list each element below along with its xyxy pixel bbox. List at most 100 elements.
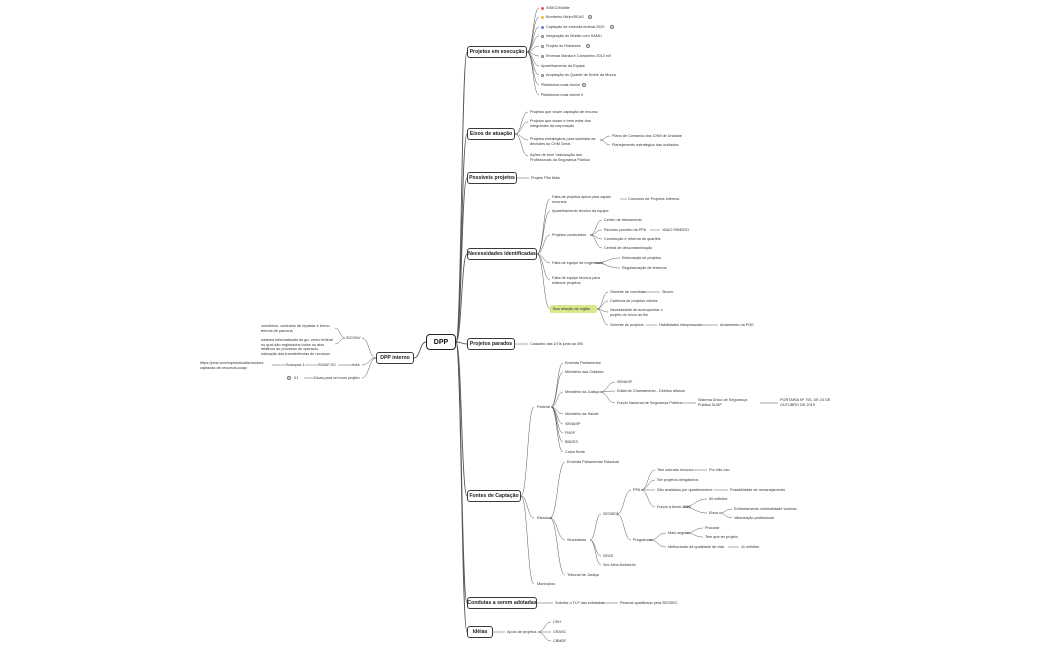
leaf[interactable]: Dicas para um bom projeto <box>314 376 360 380</box>
leaf[interactable]: Enfrentamento criminalidade violenta <box>734 507 797 511</box>
leaf[interactable]: CRASC <box>553 630 567 634</box>
leaf[interactable]: Aparelhamento técnico da equipe <box>552 209 609 213</box>
node-fontes[interactable]: Fontes de Captação <box>467 490 521 502</box>
leaf[interactable]: Necessidade de acompanhar o projeto do i… <box>610 308 663 317</box>
leaf[interactable]: Eixos <box>709 511 719 515</box>
info-icon[interactable]: i <box>588 15 592 19</box>
info-icon[interactable]: i <box>582 83 586 87</box>
leaf[interactable]: convênios, contratos de repasse e termo … <box>261 324 330 333</box>
leaf[interactable]: Andamento na PGE <box>720 323 754 327</box>
leaf[interactable]: Caixa Norte <box>565 450 586 454</box>
leaf[interactable]: Ações de bom Valorização dos Profissiona… <box>530 153 590 162</box>
leaf[interactable]: Tem que ter projeto <box>705 535 738 539</box>
leaf[interactable]: Concurso de Projetos Internos <box>628 197 680 201</box>
leaf[interactable]: Carência de projetos viáveis <box>610 299 658 303</box>
leaf[interactable]: Projetos conduzidos <box>552 233 587 237</box>
leaf-highlighted[interactable]: Boa relação da região <box>553 307 591 311</box>
leaf[interactable]: Federal <box>537 405 550 409</box>
info-icon[interactable]: i <box>586 44 590 48</box>
leaf[interactable]: Procurar <box>705 526 720 530</box>
leaf[interactable]: Tem sobrado recurso <box>657 468 693 472</box>
leaf[interactable]: VAAO RIBEIRO <box>662 228 689 232</box>
leaf[interactable]: Falta de equipe de engenharia <box>552 261 604 265</box>
leaf[interactable]: Falta de projetos aptos para captar recu… <box>552 195 611 204</box>
leaf[interactable]: CBMDF <box>553 639 567 643</box>
leaf[interactable]: Programas <box>633 538 652 542</box>
node-parados[interactable]: Projetos parados <box>467 338 515 350</box>
leaf[interactable]: Por não uso <box>709 468 730 472</box>
leaf[interactable]: Municípios <box>537 582 556 586</box>
leaf[interactable]: Planejamento estratégico das unidades <box>612 143 679 147</box>
leaf[interactable]: Aparelhamento da Equipe <box>541 64 585 68</box>
leaf[interactable]: Recurso previsto da PPA <box>604 228 647 232</box>
leaf[interactable]: Projetos que visam e trem estar dos inte… <box>530 119 591 128</box>
leaf[interactable]: Central de descontaminação <box>604 246 653 250</box>
leaf[interactable]: Valorização profissional <box>734 516 774 520</box>
leaf[interactable]: Sincov <box>662 290 674 294</box>
leaf[interactable]: 11 milhões <box>741 545 760 549</box>
leaf[interactable]: SENASP <box>617 380 633 384</box>
leaf[interactable]: Integração do Mobile com SAMU <box>546 34 602 38</box>
leaf[interactable]: Bombeiro Mirim/SEAS <box>546 15 584 19</box>
leaf[interactable]: Fundo Nacional de Segurança Pública <box>617 401 682 405</box>
leaf[interactable]: Emenda Parlamentar <box>565 361 601 365</box>
leaf[interactable]: Fundo a fundo 2020 <box>657 505 691 509</box>
node-necessidades[interactable]: Necessidades identificadas <box>467 248 537 260</box>
leaf[interactable]: Tribunal de Justiça <box>567 573 599 577</box>
leaf[interactable]: SICONV <box>346 336 361 340</box>
leaf[interactable]: Edital de Chamamento - Direitos difusos <box>617 389 685 393</box>
info-icon[interactable]: i <box>610 25 614 29</box>
node-ideias[interactable]: Idéias <box>467 626 493 638</box>
node-possiveis[interactable]: Possíveis projetos <box>467 172 517 184</box>
leaf[interactable]: Plataforma mais visível <box>541 83 581 87</box>
leaf[interactable]: São avaliados por quadrimestres <box>657 488 713 492</box>
leaf[interactable]: Ministério da Saúde <box>565 412 599 416</box>
leaf[interactable]: Sec Meio Ambiente <box>603 563 636 567</box>
leaf[interactable]: Ministério das Cidades <box>565 370 604 374</box>
leaf[interactable]: Gerente de convênio <box>610 290 646 294</box>
leaf[interactable]: Projetos que visam captação de recurso <box>530 110 598 114</box>
leaf[interactable]: Apoio de projetos <box>507 630 537 634</box>
leaf[interactable]: Centro de treinamento <box>604 218 642 222</box>
leaf[interactable]: sistema informatizado do go- verno feder… <box>261 338 333 356</box>
leaf[interactable]: Pessoal qualificado pela SESDEC <box>620 601 678 605</box>
leaf[interactable]: links <box>352 363 360 367</box>
leaf[interactable]: Mais seguro <box>668 531 689 535</box>
node-eixos[interactable]: Eixos de atuação <box>467 128 515 140</box>
leaf[interactable]: Estadual <box>537 516 552 520</box>
leaf[interactable]: 50 milhões <box>709 497 728 501</box>
leaf[interactable]: Solicitar o TLP das entidades <box>555 601 605 605</box>
leaf[interactable]: Ministério da Justiça <box>565 390 600 394</box>
leaf[interactable]: SIGAP-SC <box>318 363 337 367</box>
leaf[interactable]: Elaboração de projetos <box>622 256 662 260</box>
leaf[interactable]: Falta de equipe técnica para elaborar pr… <box>552 276 600 285</box>
node-projetos-execucao[interactable]: Projetos em execução <box>467 46 527 58</box>
leaf[interactable]: Sistema Único de Segurança Pública SUSP <box>698 398 748 407</box>
leaf[interactable]: SISEC/Mobile <box>546 6 570 10</box>
node-dpp-interno[interactable]: DPP interno <box>376 352 414 364</box>
leaf[interactable]: SENASP <box>565 422 581 426</box>
leaf[interactable]: PORTARIA Nº 793, DE 24 DE OUTUBRO DE 201… <box>780 398 831 407</box>
leaf[interactable]: Cadastro das UTIs junto ao MS <box>530 342 583 346</box>
leaf[interactable]: CEH <box>553 620 562 624</box>
leaf[interactable]: Sociopac 1 <box>286 363 305 367</box>
leaf[interactable]: Regularização de terrenos <box>622 266 667 270</box>
leaf[interactable]: Emenda Parlamentar Estadual <box>567 460 619 464</box>
leaf[interactable]: 01 <box>294 376 299 380</box>
leaf[interactable]: Melhorando da qualidade de vida <box>668 545 725 549</box>
leaf[interactable]: PPA <box>633 488 641 492</box>
leaf[interactable]: SESDEC <box>603 512 619 516</box>
leaf[interactable]: Ser projetos obrigatórios <box>657 478 699 482</box>
leaf-link[interactable]: https://pesr.com/inporbatodds/modulo-cap… <box>200 361 265 370</box>
leaf[interactable]: Gerente de projetos <box>610 323 644 327</box>
leaf[interactable]: Plano de Comando dos CHM de Unidade <box>612 134 682 138</box>
leaf[interactable]: SEAS <box>603 554 614 558</box>
leaf[interactable]: BNDES <box>565 440 579 444</box>
leaf[interactable]: Construção e reforma de quartéis <box>604 237 661 241</box>
leaf[interactable]: Ampliação do Quartel de Embé da Moura <box>546 73 616 77</box>
info-icon[interactable]: i <box>287 376 291 380</box>
node-condutas[interactable]: Condutas a serem adotadas <box>467 597 537 609</box>
leaf[interactable]: Captação de emenda federal 2020 <box>546 25 605 29</box>
leaf[interactable]: FNSP <box>565 431 576 435</box>
leaf[interactable]: Habilidades interpessoais <box>659 323 703 327</box>
